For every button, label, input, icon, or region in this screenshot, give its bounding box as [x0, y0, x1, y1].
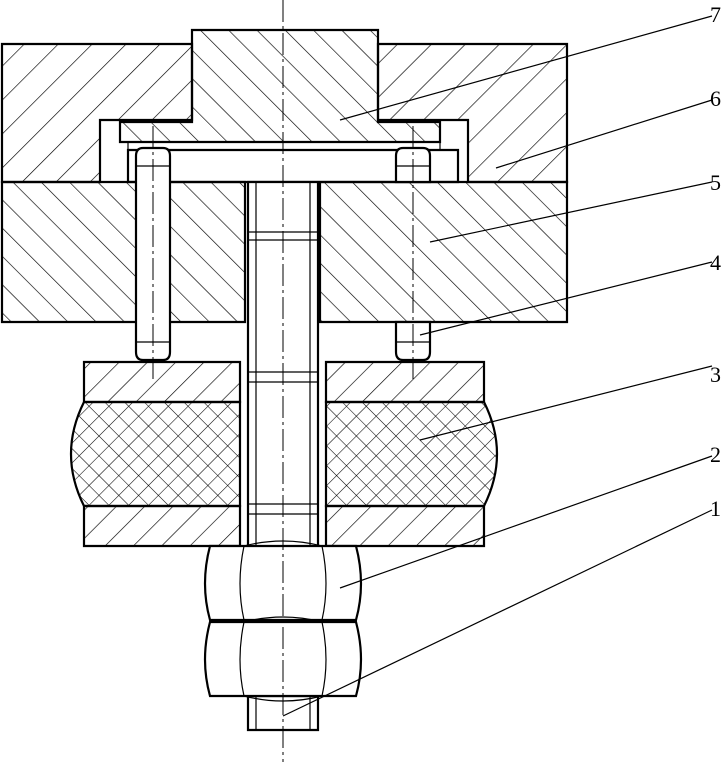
- center-lines: [152, 0, 414, 762]
- callout-labels: 7 6 5 4 3 2 1: [710, 2, 721, 521]
- leader-2: [339, 455, 713, 589]
- leader-3: [419, 365, 713, 441]
- callout-1: 1: [710, 496, 721, 521]
- leader-1: [282, 509, 713, 717]
- callout-4: 4: [710, 250, 721, 275]
- leader-lines: [282, 15, 713, 717]
- lower-bottom-plate: [82, 504, 486, 548]
- leader-4: [419, 261, 713, 336]
- callout-6: 6: [710, 86, 721, 111]
- leader-5: [429, 181, 713, 243]
- leader-6: [495, 99, 713, 169]
- middle-plate: [0, 180, 569, 324]
- callout-5: 5: [710, 170, 721, 195]
- leader-7: [339, 15, 713, 121]
- rubber-element: [70, 400, 498, 508]
- callout-3: 3: [710, 362, 721, 387]
- callout-2: 2: [710, 442, 721, 467]
- callout-7: 7: [710, 2, 721, 27]
